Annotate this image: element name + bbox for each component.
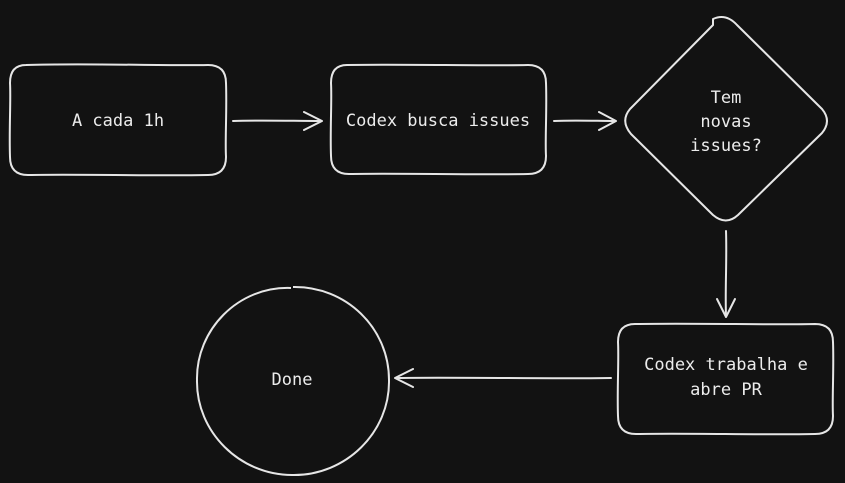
edge-decision-to-work-line: [724, 230, 728, 317]
edge-start-to-fetch: [232, 111, 323, 131]
node-decision-shape: [624, 16, 828, 222]
node-work-shape: [616, 322, 835, 436]
node-decision-label-3: issues?: [690, 136, 762, 156]
edge-work-to-done-arrowhead: [394, 368, 414, 388]
node-fetch-label: Codex busca issues: [346, 111, 530, 131]
edge-work-to-done: [394, 368, 612, 388]
edge-fetch-to-decision: [553, 111, 617, 131]
node-decision[interactable]: Tem novas issues?: [624, 16, 828, 222]
node-done-label: Done: [272, 370, 313, 390]
node-start-shape: [8, 63, 228, 177]
node-fetch[interactable]: Codex busca issues: [329, 63, 548, 176]
node-decision-label-1: Tem: [711, 88, 742, 108]
node-work[interactable]: Codex trabalha e abre PR: [616, 322, 835, 436]
node-fetch-shape: [329, 63, 548, 176]
edge-fetch-to-decision-arrowhead: [598, 111, 617, 131]
edge-decision-to-work: [716, 230, 736, 318]
node-start[interactable]: A cada 1h: [8, 63, 228, 177]
edge-decision-to-work-arrowhead: [716, 298, 736, 318]
node-done-shape: [195, 285, 391, 477]
edge-start-to-fetch-arrowhead: [303, 111, 323, 131]
edge-work-to-done-line: [395, 376, 612, 380]
node-start-label: A cada 1h: [72, 111, 164, 131]
node-work-label-2: abre PR: [690, 380, 762, 400]
node-decision-label-2: novas: [700, 112, 751, 132]
node-work-label-1: Codex trabalha e: [644, 355, 808, 375]
node-done[interactable]: Done: [195, 285, 391, 477]
